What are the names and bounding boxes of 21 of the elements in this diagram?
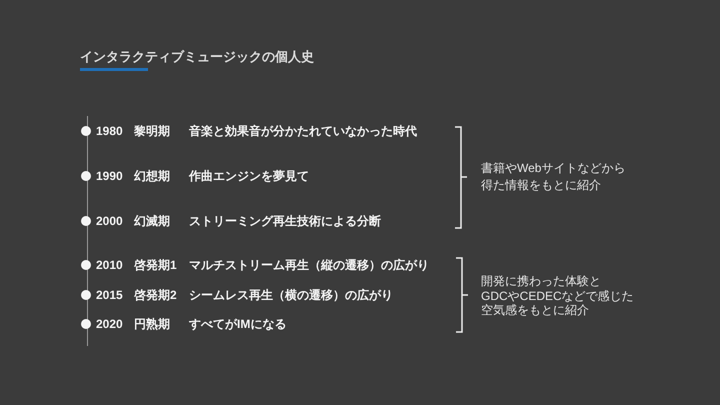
event-description: すべてがIMになる: [189, 316, 286, 332]
note-text: 開発に携わった体験とGDCやCEDECなどで感じた空気感をもとに紹介: [481, 274, 635, 318]
event-description: シームレス再生（横の遷移）の広がり: [189, 286, 393, 302]
period-label: 黎明期: [134, 123, 170, 139]
event-description: 作曲エンジンを夢見て: [189, 168, 309, 184]
year-label: 2010: [96, 257, 123, 273]
event-description: ストリーミング再生技術による分断: [189, 213, 381, 229]
title: インタラクティブミュージックの個人史: [80, 48, 314, 66]
year-label: 1980: [96, 123, 123, 139]
event-description: マルチストリーム再生（縦の遷移）の広がり: [189, 257, 429, 273]
event-description: 音楽と効果音が分かたれていなかった時代: [189, 123, 417, 139]
period-label: 幻滅期: [134, 213, 170, 229]
period-label: 幻想期: [134, 168, 170, 184]
period-label: 啓発期1: [134, 257, 177, 273]
note-text: 書籍やWebサイトなどから得た情報をもとに紹介: [481, 160, 626, 194]
period-label: 円熟期: [134, 316, 170, 332]
year-label: 2000: [96, 213, 123, 229]
year-label: 2015: [96, 286, 123, 302]
period-label: 啓発期2: [134, 286, 177, 302]
year-label: 1990: [96, 168, 123, 184]
year-label: 2020: [96, 316, 123, 332]
